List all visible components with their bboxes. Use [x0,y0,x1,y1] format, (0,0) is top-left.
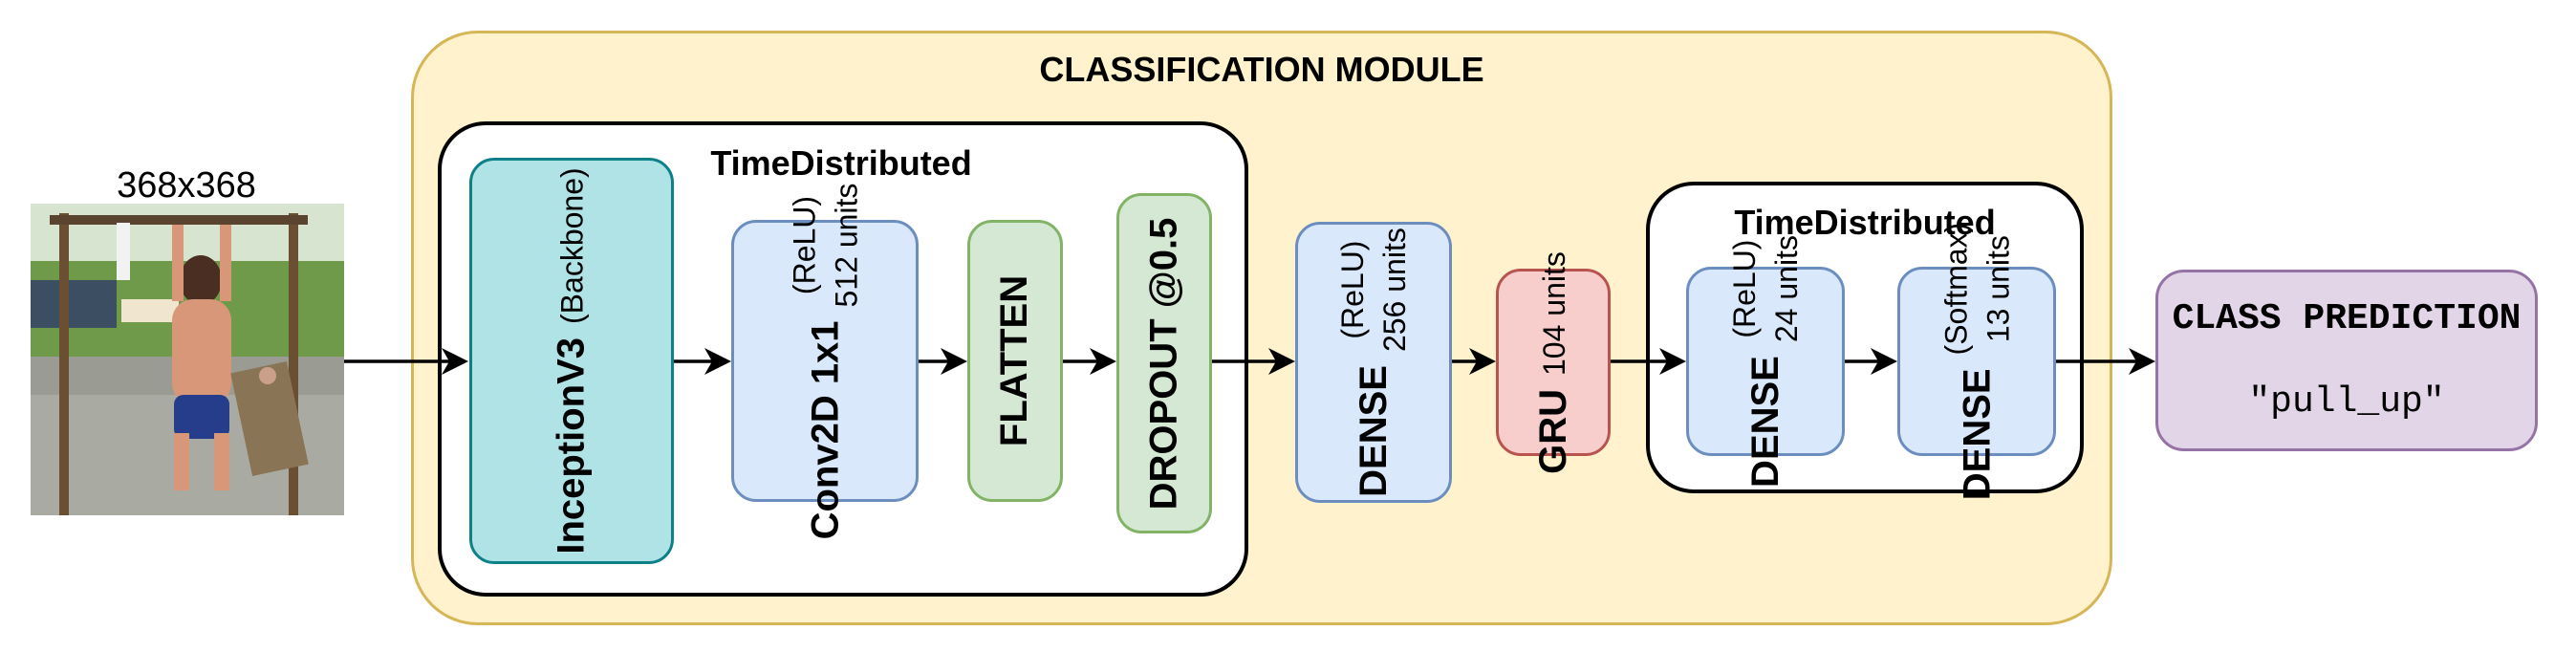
conv2d-block: Conv2D 1x1 (ReLU) 512 units [731,183,919,539]
module-title: CLASSIFICATION MODULE [1039,50,1484,89]
inception-block: InceptionV3 (Backbone) [469,158,674,564]
arrowhead-1 [442,348,468,375]
arrowhead-2 [704,348,731,375]
arrowhead-8 [1871,348,1897,375]
arrowhead-9 [2129,348,2155,375]
arrowhead-4 [1090,348,1116,375]
dense-block-24: DENSE (ReLU) 24 units [1686,235,1845,488]
arrowhead-6 [1469,348,1496,375]
flatten-block: FLATTEN [967,220,1063,502]
input-image-icon [31,204,344,515]
class-prediction-value: "pull_up" [2248,381,2445,423]
class-prediction-box: CLASS PREDICTION "pull_up" [2155,270,2538,451]
arrowhead-5 [1268,348,1295,375]
gru-block: GRU 104 units [1496,251,1611,473]
dense-block-13: DENSE (Softmax) 13 units [1897,223,2056,500]
dropout-block: DROPOUT @0.5 [1116,193,1212,533]
arrowhead-3 [941,348,967,375]
input-size-label: 368x368 [117,165,256,206]
class-prediction-title: CLASS PREDICTION [2172,298,2522,339]
time-distributed-title-2: TimeDistributed [1734,203,1996,242]
dense-block-256: DENSE (ReLU) 256 units [1295,222,1452,503]
time-distributed-title-1: TimeDistributed [710,143,972,183]
arrowhead-7 [1659,348,1686,375]
person-doing-pull-up-photo [31,204,344,515]
